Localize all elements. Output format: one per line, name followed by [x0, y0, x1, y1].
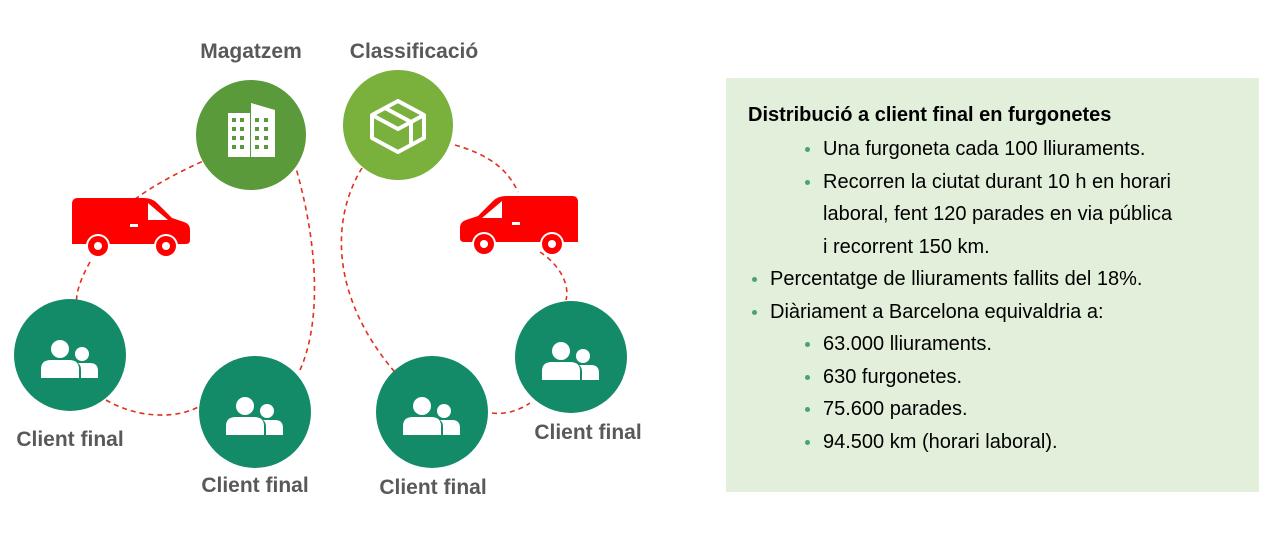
- bullet: [805, 407, 810, 412]
- bullet: [805, 342, 810, 347]
- list-item: 94.500 km (horari laboral).: [748, 426, 1259, 459]
- bullet: [805, 439, 810, 445]
- list-item-continuation: laboral, fent 120 parades en via pública: [748, 198, 1259, 231]
- bullet: [752, 277, 757, 282]
- list-item-text: Una furgoneta cada 100 lliuraments.: [823, 138, 1146, 160]
- list-item-text: 63.000 lliuraments.: [823, 333, 992, 355]
- list-item: 75.600 parades.: [748, 393, 1259, 426]
- client-label: Client final: [534, 421, 642, 444]
- diagram-canvas: [14, 70, 627, 468]
- sorting-label: Classificació: [349, 40, 479, 63]
- route-right: [340, 144, 568, 415]
- route-left: [75, 157, 316, 416]
- sorting-node: [343, 70, 453, 180]
- list-item: Percentatge de lliuraments fallits del 1…: [748, 263, 1259, 296]
- list-item-text: laboral, fent 120 parades en via pública: [823, 203, 1173, 225]
- list-item-text: Diàriament a Barcelona equivaldria a:: [770, 300, 1104, 323]
- bullet: [805, 374, 810, 380]
- list-item-continuation: i recorrent 150 km.: [748, 231, 1259, 264]
- list-item: Diàriament a Barcelona equivaldria a:: [748, 296, 1259, 329]
- warehouse-label: Magatzem: [200, 40, 302, 63]
- list-item: 63.000 lliuraments.: [748, 328, 1259, 361]
- client-node: [515, 301, 627, 413]
- package-box-icon: [370, 99, 426, 154]
- list-item: Una furgoneta cada 100 lliuraments.: [748, 133, 1259, 166]
- list-item: Recorren la ciutat durant 10 h en horari: [748, 166, 1259, 199]
- building-icon: [228, 103, 275, 157]
- client-node: [199, 356, 311, 468]
- bullet: [805, 179, 810, 185]
- list-item-text: 75.600 parades.: [823, 398, 968, 420]
- warehouse-node: [196, 80, 306, 190]
- client-node: [376, 356, 488, 468]
- bullet: [805, 147, 810, 152]
- list-item-text: Percentatge de lliuraments fallits del 1…: [770, 268, 1143, 290]
- list-item-text: Recorren la ciutat durant 10 h en horari: [823, 170, 1171, 193]
- list-item-text: 630 furgonetes.: [823, 365, 962, 388]
- bullet: [752, 309, 757, 315]
- info-list: Una furgoneta cada 100 lliuraments. Reco…: [748, 133, 1259, 458]
- list-item-text: i recorrent 150 km.: [823, 235, 990, 258]
- delivery-diagram: Magatzem Classificació Client final Clie…: [14, 40, 642, 499]
- client-label: Client final: [379, 476, 487, 499]
- info-panel: Distribució a client final en furgonetes…: [726, 78, 1259, 492]
- delivery-van-icon: [460, 196, 578, 256]
- client-label: Client final: [201, 474, 309, 497]
- list-item-text: 94.500 km (horari laboral).: [823, 430, 1058, 453]
- delivery-van-icon: [72, 198, 190, 258]
- info-title: Distribució a client final en furgonetes: [748, 104, 1112, 126]
- client-label: Client final: [16, 428, 124, 451]
- client-node: [14, 299, 126, 411]
- list-item: 630 furgonetes.: [748, 361, 1259, 394]
